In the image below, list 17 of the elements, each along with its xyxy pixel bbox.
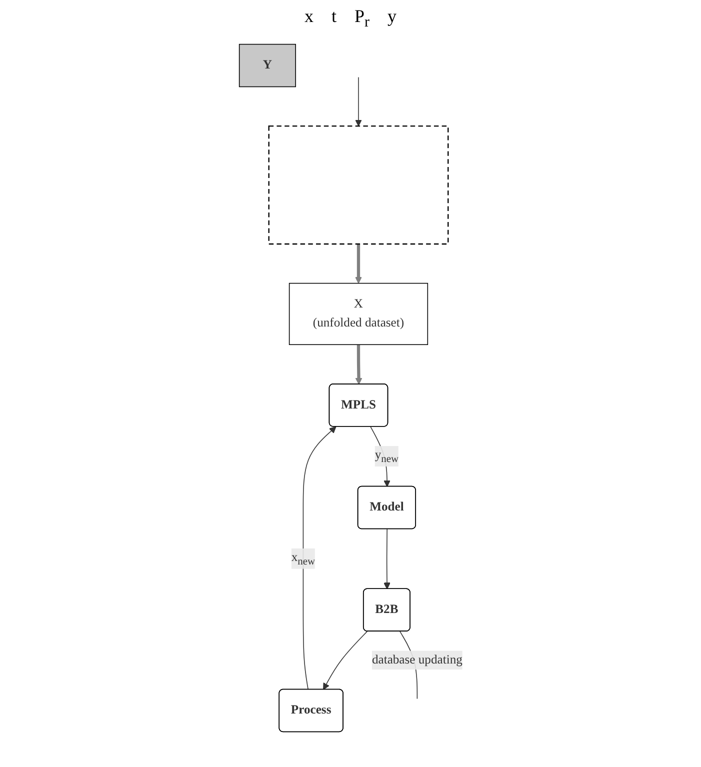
axis-label: x (304, 6, 314, 28)
arrow (383, 528, 390, 589)
axis-label: P$_{r}$ (354, 6, 370, 32)
edge-label: x$_{new}$ (290, 550, 315, 566)
arrow (354, 76, 362, 126)
arrow (370, 426, 390, 487)
edge-label: database updating (372, 652, 462, 666)
axis-label: t (331, 6, 336, 28)
axis-label: y (388, 6, 397, 28)
arrow (322, 630, 368, 690)
arrow (354, 244, 362, 284)
node-box (268, 125, 448, 244)
edge-label: y$_{new}$ (374, 448, 398, 464)
node-box: X (unfolded dataset) (288, 282, 428, 345)
node-box: Y (238, 44, 296, 87)
arrow (354, 344, 362, 384)
arrow (302, 426, 336, 690)
